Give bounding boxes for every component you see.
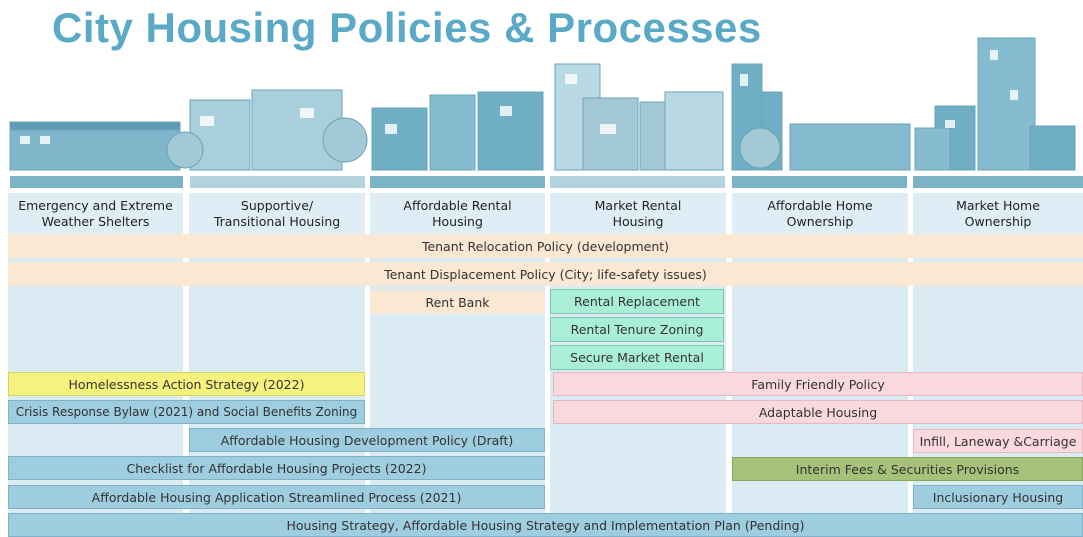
infill-laneway-carriage-bar: Infill, Laneway &Carriage (913, 429, 1083, 453)
column-header-affordable-ownership: Affordable Home Ownership (732, 193, 908, 235)
column-header-label: Affordable Rental Housing (403, 197, 512, 229)
family-friendly-policy-bar: Family Friendly Policy (553, 372, 1083, 396)
adaptable-housing-bar: Adaptable Housing (553, 400, 1083, 424)
streamlined-process-bar: Affordable Housing Application Streamlin… (8, 485, 545, 509)
column-header-label: Market Rental Housing (594, 197, 682, 229)
column-header-market-rental: Market Rental Housing (550, 193, 726, 235)
column-header-label: Market Home Ownership (956, 197, 1040, 229)
housing-strategy-bar: Housing Strategy, Affordable Housing Str… (8, 513, 1083, 537)
tenant-relocation-policy-bar: Tenant Relocation Policy (development) (8, 234, 1083, 258)
page-title: City Housing Policies & Processes (52, 4, 762, 51)
affordable-housing-development-policy-bar: Affordable Housing Development Policy (D… (189, 428, 545, 452)
rent-bank-bar: Rent Bank (370, 290, 545, 314)
column-header-affordable-rental: Affordable Rental Housing (370, 193, 545, 235)
column-header-market-ownership: Market Home Ownership (913, 193, 1083, 235)
affordable-housing-checklist-bar: Checklist for Affordable Housing Project… (8, 456, 545, 480)
secure-market-rental-bar: Secure Market Rental (550, 345, 724, 370)
column-header-label: Supportive/ Transitional Housing (213, 197, 341, 229)
column-header-shelters: Emergency and Extreme Weather Shelters (8, 193, 183, 235)
city-skyline-illustration (9, 37, 1083, 188)
homelessness-action-strategy-bar: Homelessness Action Strategy (2022) (8, 372, 365, 396)
inclusionary-housing-bar: Inclusionary Housing (913, 485, 1083, 509)
rental-replacement-bar: Rental Replacement (550, 289, 724, 314)
rental-tenure-zoning-bar: Rental Tenure Zoning (550, 317, 724, 342)
column-header-supportive: Supportive/ Transitional Housing (189, 193, 365, 235)
tenant-displacement-policy-bar: Tenant Displacement Policy (City; life-s… (8, 262, 1083, 286)
crisis-response-bylaw-bar: Crisis Response Bylaw (2021) and Social … (8, 400, 365, 424)
interim-fees-securities-bar: Interim Fees & Securities Provisions (732, 457, 1083, 481)
column-header-label: Affordable Home Ownership (767, 197, 873, 229)
column-header-label: Emergency and Extreme Weather Shelters (18, 197, 173, 229)
